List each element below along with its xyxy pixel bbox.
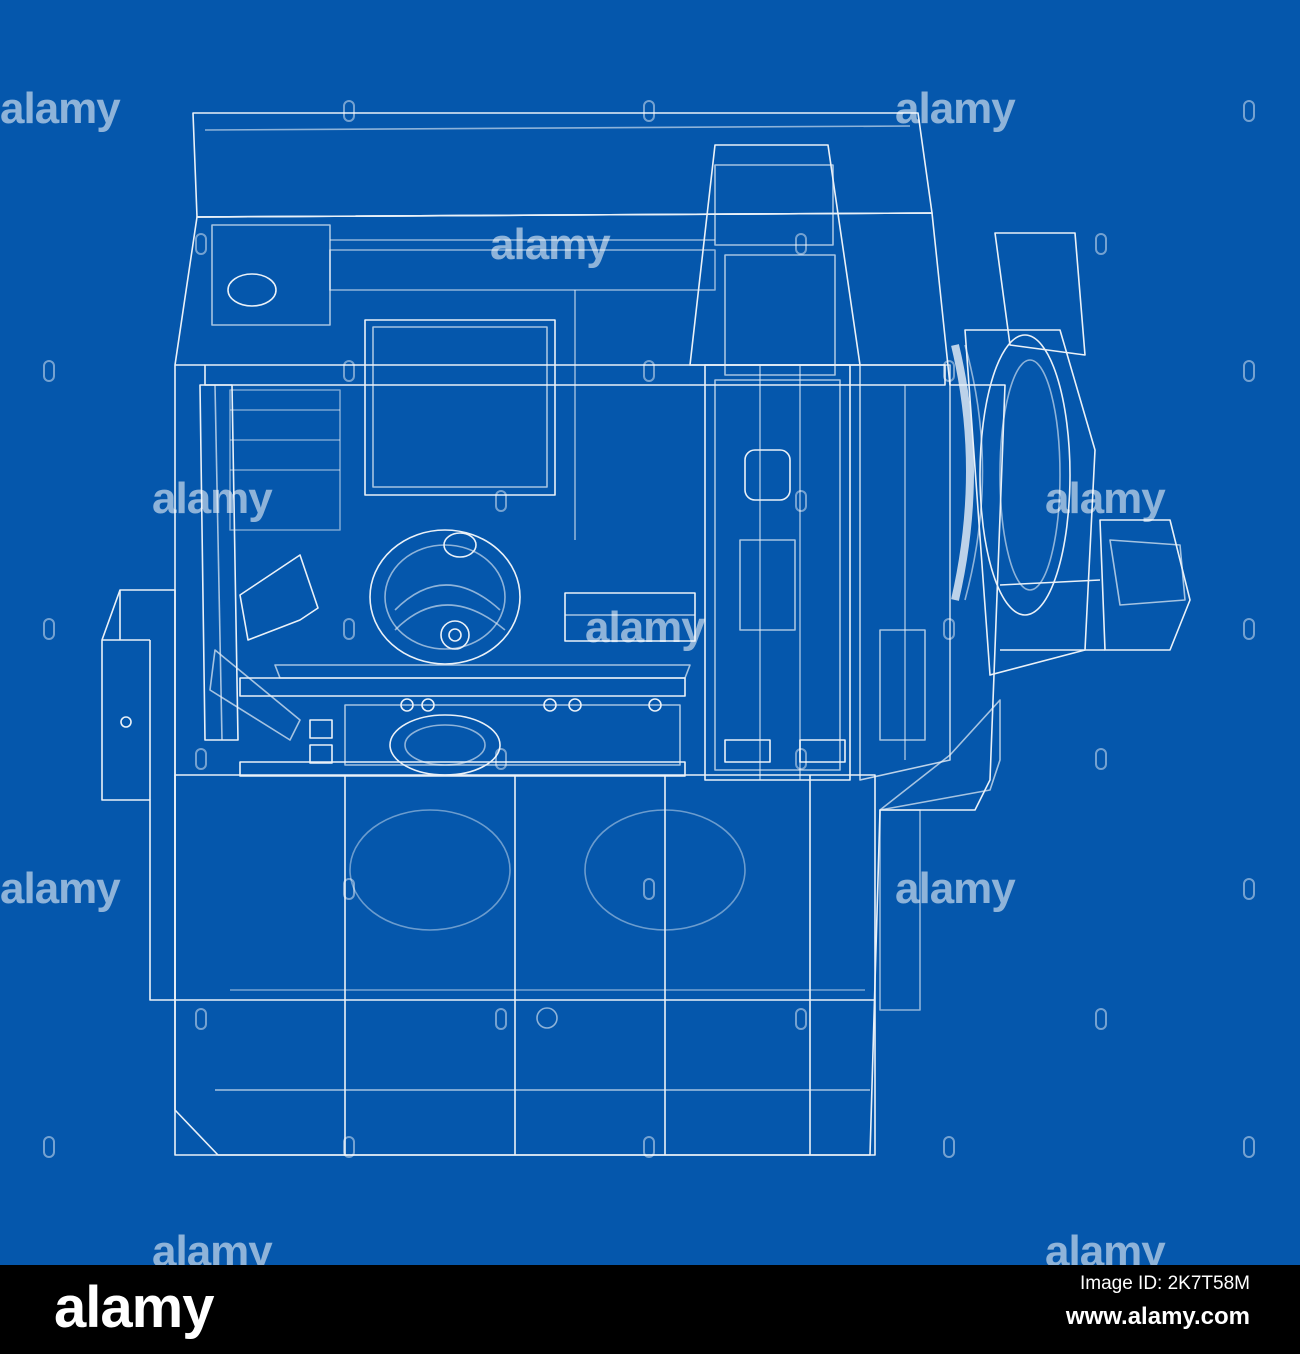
footer-bar: alamy Image ID: 2K7T58M www.alamy.com (0, 1265, 1300, 1354)
watermark-dot-icon (343, 878, 355, 900)
watermark-dot-icon (495, 1008, 507, 1030)
watermark-text: alamy (0, 84, 121, 133)
watermark-text: alamy (152, 474, 273, 523)
watermark-dot-icon (1243, 100, 1255, 122)
blueprint-image: alamy alamy alamy alamy alamy alamy alam… (0, 84, 1255, 1266)
watermark-dot-icon (43, 618, 55, 640)
watermark-dot-icon (1243, 1136, 1255, 1158)
watermark-dot-icon (343, 100, 355, 122)
watermark-dot-icon (1243, 618, 1255, 640)
watermark-dot-icon (1095, 233, 1107, 255)
watermark-dot-icon (795, 490, 807, 512)
watermark-text: alamy (585, 603, 706, 652)
watermark-text: alamy (895, 84, 1016, 133)
watermark-dot-icon (643, 878, 655, 900)
watermark-dot-icon (943, 618, 955, 640)
watermark-dot-icon (495, 748, 507, 770)
watermark-dot-icon (795, 1008, 807, 1030)
watermark-text: alamy (1045, 1227, 1166, 1266)
footer-logo[interactable]: alamy (54, 1275, 214, 1340)
watermark-dot-icon (943, 360, 955, 382)
watermark-text: alamy (895, 864, 1016, 913)
watermark-dot-icon (195, 233, 207, 255)
machine-wireframe-drawing (101, 112, 1191, 1156)
watermark-text: alamy (0, 864, 121, 913)
watermark-dot-icon (43, 360, 55, 382)
watermark-dot-icon (795, 233, 807, 255)
watermark-dot-icon (343, 618, 355, 640)
watermark-dot-icon (195, 748, 207, 770)
watermark-dot-icon (643, 360, 655, 382)
watermark-dot-icon (495, 490, 507, 512)
footer-url-link[interactable]: www.alamy.com (1065, 1303, 1250, 1330)
watermark-text: alamy (1045, 474, 1166, 523)
image-id-label: Image ID: 2K7T58M (1079, 1273, 1250, 1294)
watermark-dot-icon (943, 1136, 955, 1158)
watermark-dot-icon (1095, 748, 1107, 770)
watermark-dot-icon (1243, 360, 1255, 382)
watermark-dot-icon (1095, 1008, 1107, 1030)
watermark-dot-icon (1243, 878, 1255, 900)
watermark-dot-icon (343, 1136, 355, 1158)
watermark-dot-icon (43, 1136, 55, 1158)
watermark-dot-icon (643, 1136, 655, 1158)
watermark-text: alamy (490, 220, 611, 269)
watermark-dot-icon (643, 100, 655, 122)
watermark-text: alamy (152, 1227, 273, 1266)
watermark-dot-icon (795, 748, 807, 770)
watermark-dot-icon (195, 1008, 207, 1030)
watermark-dot-icon (343, 360, 355, 382)
